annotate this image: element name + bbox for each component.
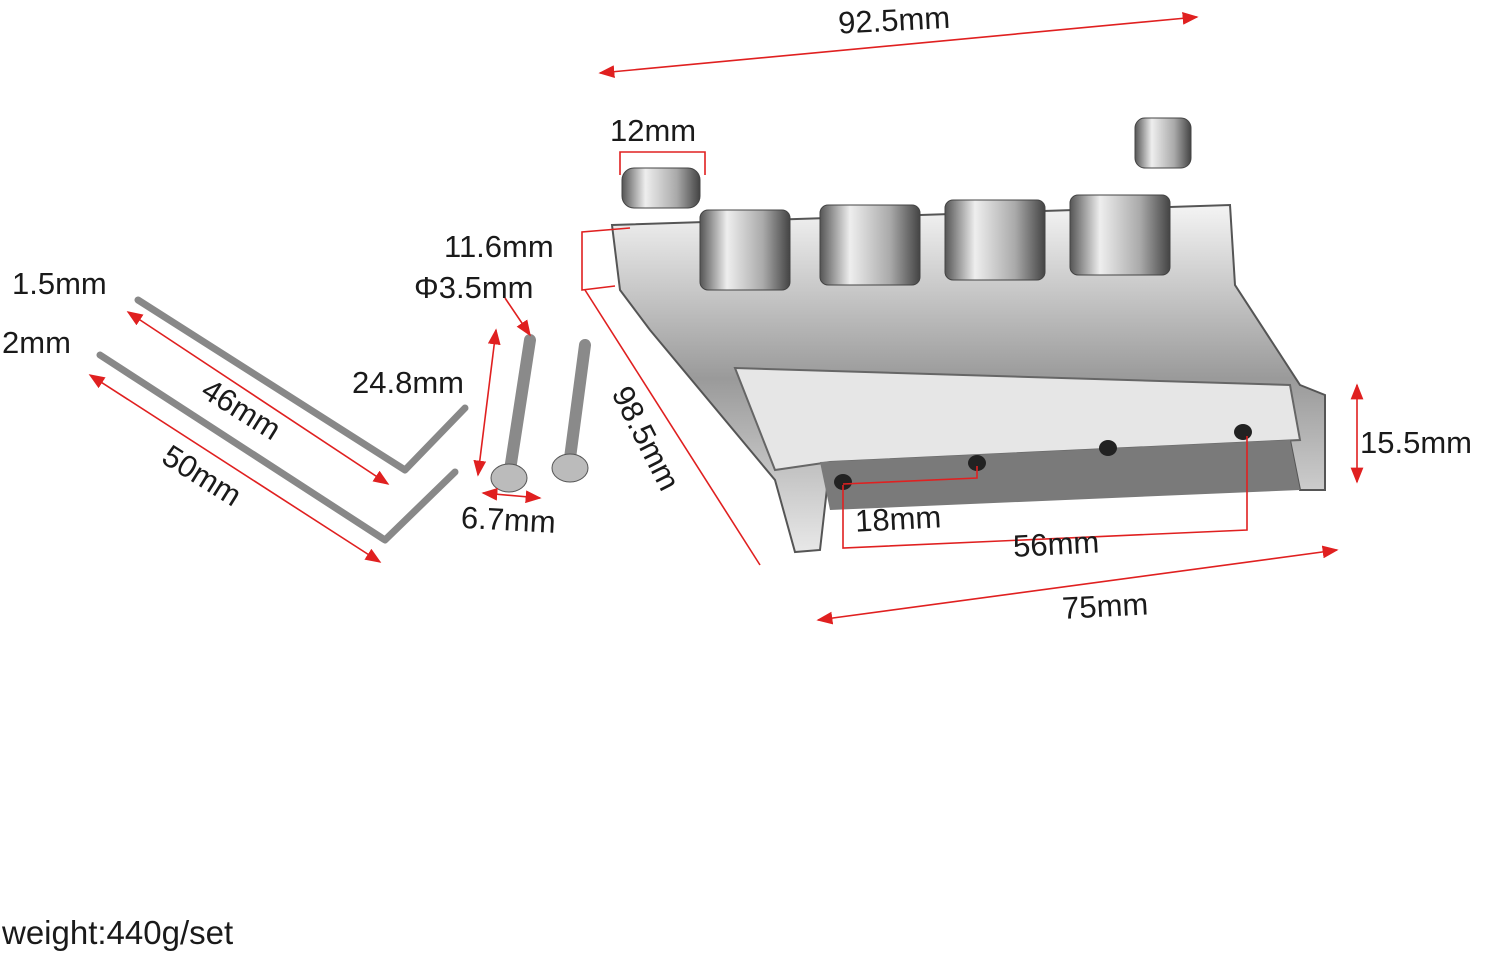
label-base-width: 75mm <box>1061 586 1149 625</box>
label-bridge-length: 98.5mm <box>605 380 687 496</box>
label-wrench-large-length: 50mm <box>156 438 248 513</box>
saddles <box>699 194 1171 291</box>
weight-label: weight:440g/set <box>2 914 234 951</box>
label-outer-spacing: 56mm <box>1012 524 1100 563</box>
label-string-spacing: 18mm <box>854 499 942 538</box>
screws <box>490 334 591 493</box>
label-bridge-width: 92.5mm <box>837 0 951 41</box>
label-wrench-small: 1.5mm <box>12 266 107 301</box>
label-screw-diameter: Φ3.5mm <box>414 270 533 305</box>
knob-right <box>1134 117 1192 169</box>
label-knob: 12mm <box>610 113 696 148</box>
dimension-lines <box>88 11 1364 625</box>
string-holes <box>834 424 1252 490</box>
label-front-height: 15.5mm <box>1360 425 1472 460</box>
label-rear-height: 11.6mm <box>444 229 554 264</box>
label-screw-head: 6.7mm <box>460 500 556 540</box>
label-wrench-large: 2mm <box>2 325 71 360</box>
knob-left <box>621 167 701 209</box>
bridge-image <box>610 117 1326 554</box>
label-screw-length: 24.8mm <box>352 365 464 400</box>
